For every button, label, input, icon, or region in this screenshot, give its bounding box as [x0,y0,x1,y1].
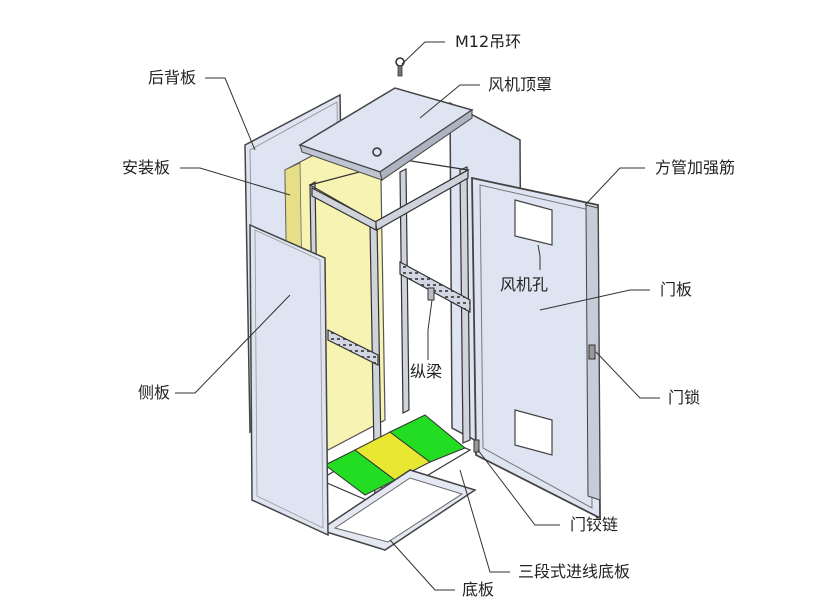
longitudinal-beam-bracket [427,287,435,301]
fan-hole-upper [514,199,553,246]
label-three-section-bottom: 三段式进线底板 [518,562,631,581]
label-square-tube-rib: 方管加强筋 [655,158,736,177]
three-section-bottom-plate [324,414,466,496]
label-door-lock: 门锁 [668,388,701,407]
label-mounting-plate: 安装板 [122,158,171,177]
label-door-panel: 门板 [660,280,693,299]
m12-hoist-ring-icon [395,57,405,77]
label-longitudinal-beam: 纵梁 [410,362,443,381]
label-m12-hoist-ring: M12吊环 [455,32,522,51]
hoist-ring-icon [372,147,382,157]
door-panel [471,176,601,520]
label-door-hinge: 门铰链 [570,515,619,534]
door-hinge-icon [473,439,480,453]
label-base-plate: 底板 [462,580,495,599]
label-rear-panel: 后背板 [148,68,197,87]
label-fan-hole: 风机孔 [500,275,549,294]
side-panel [249,223,329,537]
fan-hole-lower [514,409,553,456]
label-fan-top-cover: 风机顶罩 [488,75,553,94]
label-side-panel: 侧板 [138,383,171,402]
door-lock-icon [588,344,596,360]
leader-lines [175,41,660,591]
